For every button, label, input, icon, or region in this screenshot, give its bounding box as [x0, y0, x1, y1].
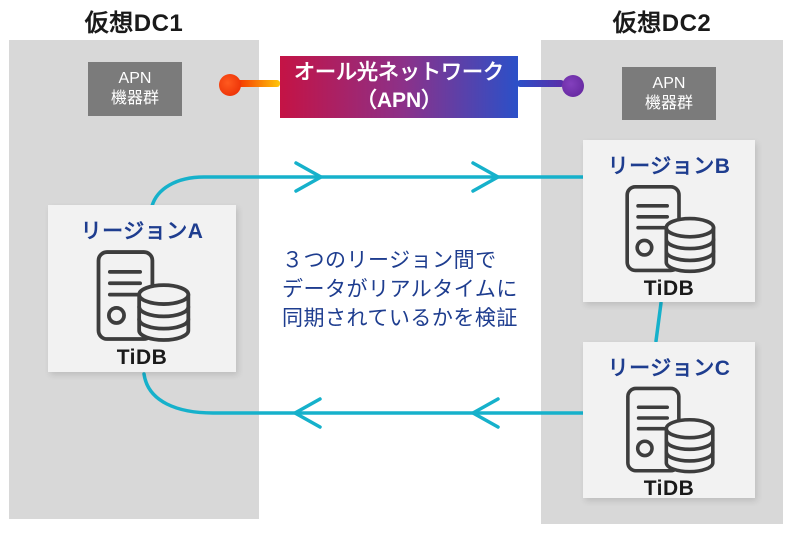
tidb-label: TiDB — [643, 277, 695, 300]
server-database-icon — [619, 384, 719, 477]
region-c-card: リージョンC TiDB — [583, 342, 755, 500]
region-a-title: リージョンA — [80, 220, 204, 243]
apn-banner: オール光ネットワーク （APN） — [280, 56, 518, 118]
optical-connector-right-dot — [562, 75, 584, 97]
apn-equipment-box-dc1: APN 機器群 — [88, 62, 182, 116]
region-b-card: リージョンB TiDB — [583, 140, 755, 302]
optical-connector-right-line — [517, 80, 564, 87]
arrowhead-left-1 — [293, 397, 322, 429]
arrowhead-right-1 — [294, 161, 323, 193]
region-b-title: リージョンB — [607, 155, 731, 178]
region-c-title: リージョンC — [607, 357, 731, 380]
server-database-icon — [90, 247, 194, 346]
optical-connector-left-line — [233, 80, 280, 87]
tidb-label: TiDB — [116, 346, 168, 369]
apn-equipment-box-dc2: APN 機器群 — [622, 67, 716, 120]
arrowhead-left-2 — [471, 397, 500, 429]
server-database-icon — [619, 182, 719, 277]
virtual-dc1-title: 仮想DC1 — [84, 10, 184, 37]
region-a-card: リージョンA TiDB — [48, 205, 236, 372]
virtual-dc2-title: 仮想DC2 — [612, 10, 712, 37]
optical-connector-left-dot — [219, 74, 241, 96]
sync-description: ３つのリージョン間で データがリアルタイムに 同期されているかを検証 — [282, 249, 518, 330]
tidb-label: TiDB — [643, 477, 695, 500]
arrowhead-right-2 — [471, 161, 500, 193]
